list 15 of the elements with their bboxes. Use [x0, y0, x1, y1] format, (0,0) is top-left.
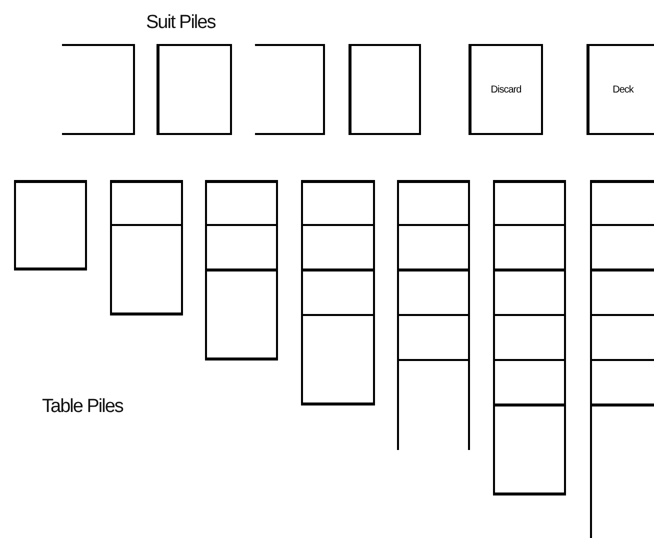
card-pile	[397, 180, 470, 450]
card-outline	[255, 44, 325, 135]
card-outline	[349, 44, 421, 135]
card-pile	[14, 180, 87, 270]
section-heading: Suit Piles	[146, 12, 216, 34]
card-outline	[157, 44, 232, 135]
card-pile	[493, 180, 566, 495]
card-pile	[590, 180, 654, 538]
card-outline	[62, 44, 135, 135]
card-pile	[110, 180, 183, 315]
card-pile	[205, 180, 278, 360]
pile-box: Deck	[587, 44, 654, 135]
section-heading: Table Piles	[42, 396, 123, 418]
card-pile	[301, 180, 375, 405]
pile-box: Discard	[469, 44, 543, 135]
